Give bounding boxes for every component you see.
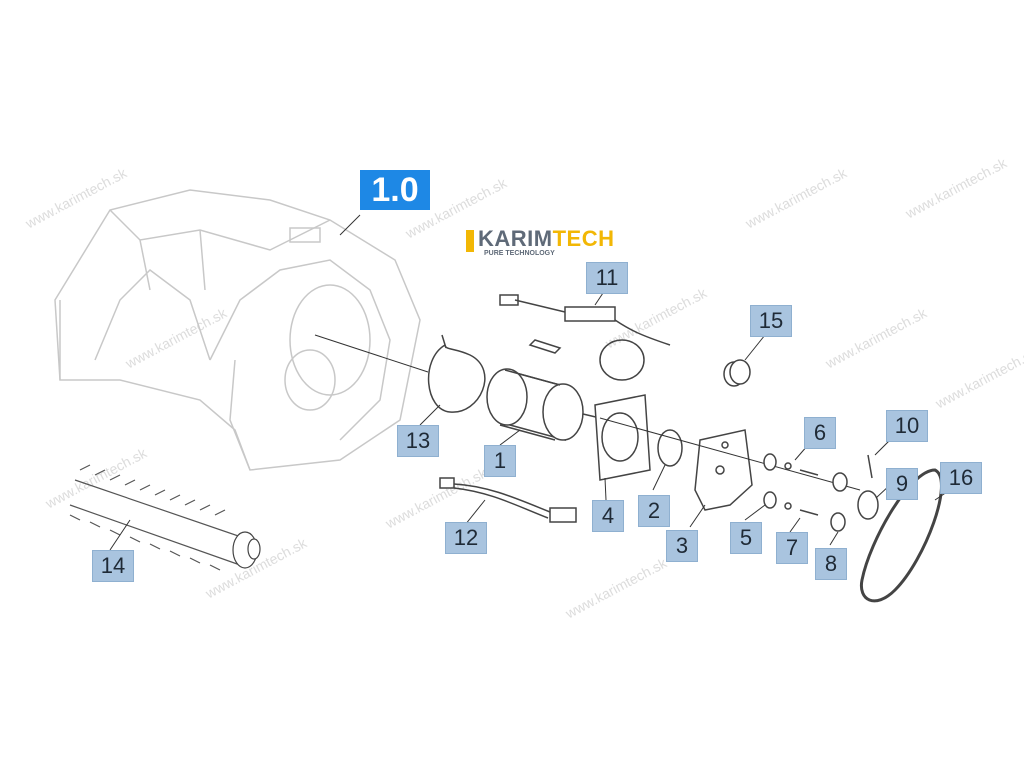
callout-3: 3 xyxy=(666,530,698,562)
callout-14: 14 xyxy=(92,550,134,582)
part-3-bracket xyxy=(694,429,753,511)
brand-name: KARIMTECH xyxy=(478,226,615,251)
part-1-motor xyxy=(486,368,601,442)
brand-mark-icon xyxy=(466,230,474,252)
part-11-harness xyxy=(499,294,671,381)
part-5-6-7-8-hardware xyxy=(763,453,848,532)
part-4-gasket xyxy=(594,394,651,481)
callout-16: 16 xyxy=(940,462,982,494)
brand-tagline: PURE TECHNOLOGY xyxy=(484,250,555,257)
part-15-spacer xyxy=(723,359,751,387)
callout-2: 2 xyxy=(638,495,670,527)
part-9-pulley xyxy=(857,454,879,520)
callout-6: 6 xyxy=(804,417,836,449)
diagram-title-badge: 1.0 xyxy=(360,170,430,210)
callout-9: 9 xyxy=(886,468,918,500)
callout-5: 5 xyxy=(730,522,762,554)
housing-drawing xyxy=(54,189,421,471)
part-13-wire-loop xyxy=(427,334,486,413)
callout-7: 7 xyxy=(776,532,808,564)
callout-12: 12 xyxy=(445,522,487,554)
part-12-cable xyxy=(439,477,577,523)
part-14-brush xyxy=(69,464,261,571)
callout-13: 13 xyxy=(397,425,439,457)
callout-11: 11 xyxy=(586,262,628,294)
brand-logo: KARIMTECH PURE TECHNOLOGY xyxy=(466,226,626,262)
callout-8: 8 xyxy=(815,548,847,580)
part-16-belt xyxy=(859,468,943,603)
callout-1: 1 xyxy=(484,445,516,477)
callout-10: 10 xyxy=(886,410,928,442)
callout-15: 15 xyxy=(750,305,792,337)
callout-4: 4 xyxy=(592,500,624,532)
